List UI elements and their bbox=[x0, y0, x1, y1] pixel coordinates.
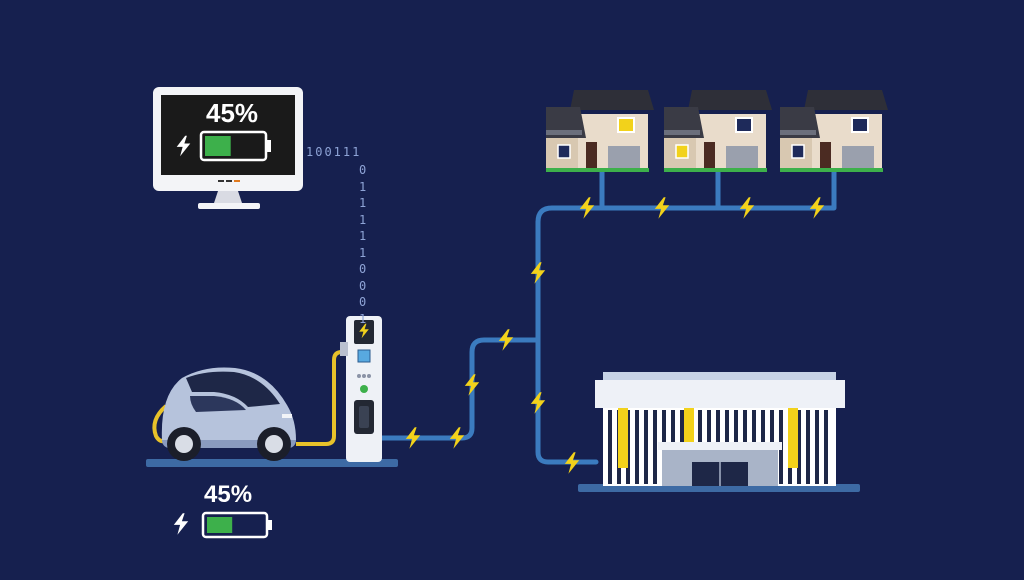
window-stripe bbox=[644, 410, 648, 484]
office-building-icon bbox=[578, 372, 860, 492]
data-stream-digit: 1 bbox=[359, 229, 369, 243]
house-icon bbox=[780, 90, 888, 172]
houses-group bbox=[546, 90, 888, 172]
window-stripe bbox=[824, 410, 828, 484]
lightning-bolt-icon bbox=[173, 513, 189, 535]
car-charge-label: 45% bbox=[204, 481, 253, 508]
battery-fill-level bbox=[205, 136, 231, 156]
house-icon bbox=[546, 90, 654, 172]
electric-car-icon bbox=[146, 367, 398, 467]
data-stream-digit: 0 bbox=[359, 163, 369, 177]
charging-station-icon bbox=[340, 316, 382, 462]
window-stripe bbox=[815, 410, 819, 484]
window-stripe bbox=[635, 410, 639, 484]
battery-icon bbox=[201, 511, 272, 539]
window-stripe bbox=[608, 410, 612, 484]
ground-line bbox=[146, 459, 398, 467]
battery-fill-level bbox=[207, 517, 233, 533]
charging-cable bbox=[296, 350, 348, 446]
data-stream-digit: 1 bbox=[359, 311, 369, 326]
data-stream-column: 0 1 1 1 1 1 0 0 0 1 bbox=[359, 162, 369, 327]
data-stream-digit: 0 bbox=[359, 262, 369, 276]
window-stripe bbox=[653, 410, 657, 484]
data-stream-row: 100111 bbox=[306, 145, 362, 159]
data-stream-digit: 1 bbox=[359, 212, 369, 227]
data-stream-digit: 0 bbox=[359, 295, 369, 309]
data-stream-digit: 1 bbox=[359, 245, 369, 260]
data-stream-digit: 1 bbox=[359, 179, 369, 194]
window-stripe bbox=[806, 410, 810, 484]
battery-icon bbox=[199, 130, 271, 162]
data-stream-digit: 1 bbox=[359, 196, 369, 210]
data-stream-digit: 0 bbox=[359, 278, 369, 293]
monitor-icon bbox=[153, 87, 303, 209]
monitor-charge-label: 45% bbox=[206, 98, 259, 128]
window-stripe bbox=[797, 410, 801, 484]
house-icon bbox=[664, 90, 772, 172]
